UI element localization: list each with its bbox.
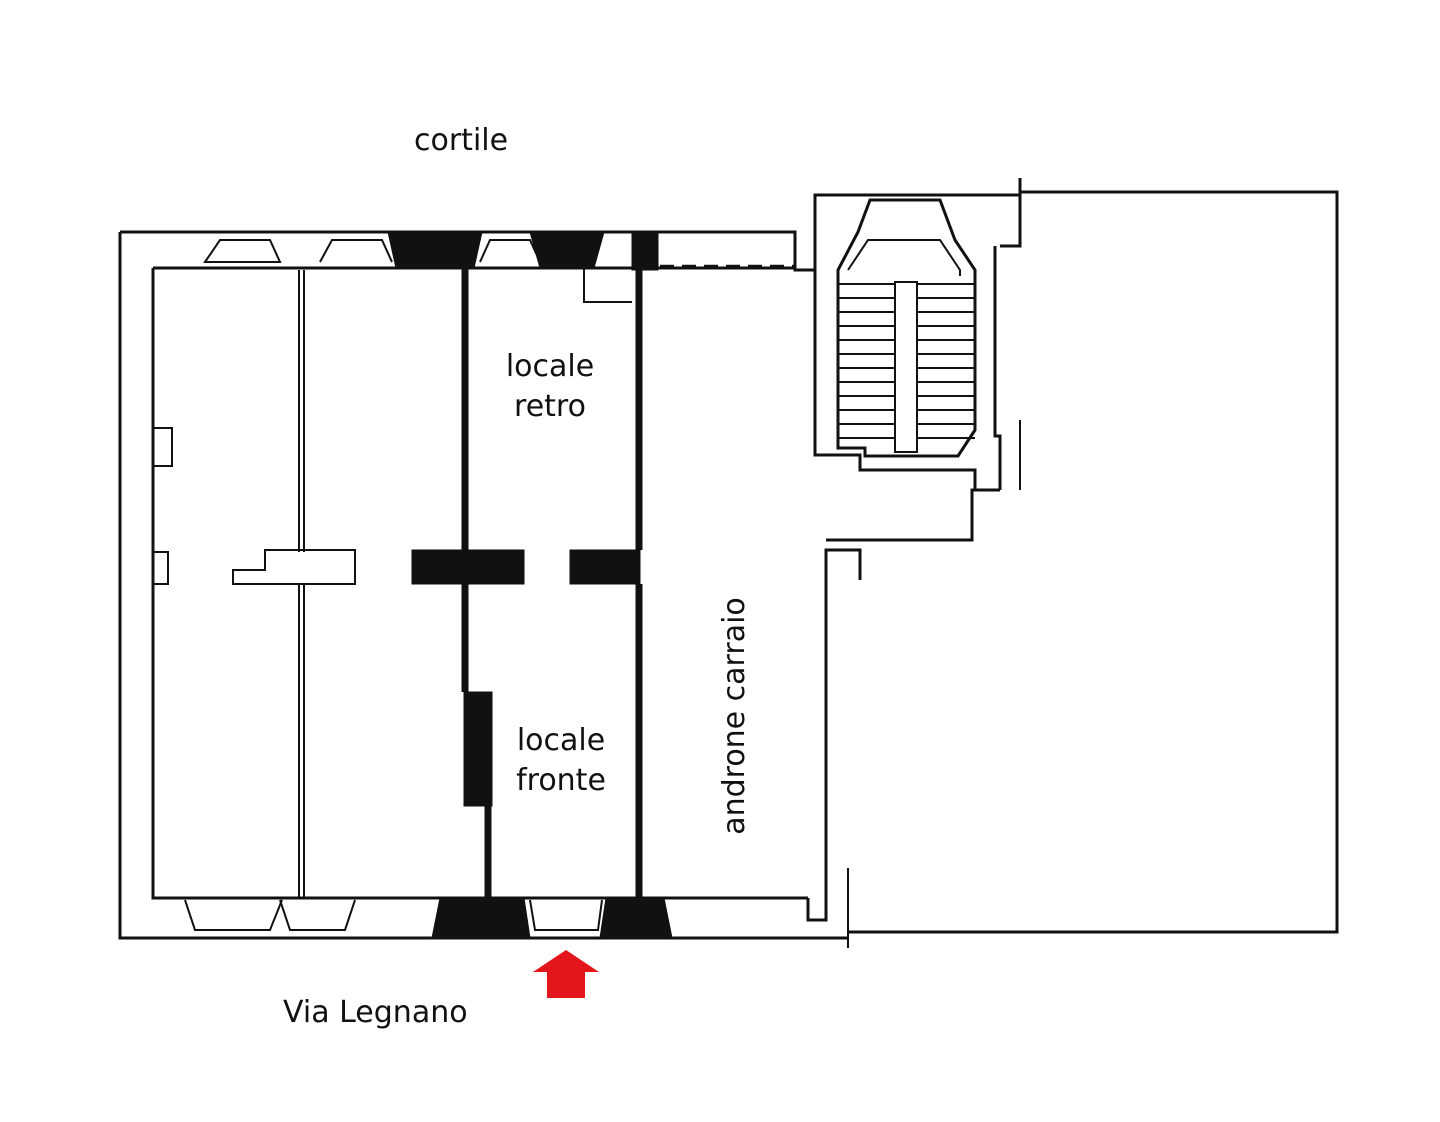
label-carriage-passage: androne carraio: [717, 597, 752, 835]
label-room-front-line1: locale: [517, 723, 605, 758]
passage-right-wall: [806, 488, 1000, 948]
label-room-back-line2: retro: [514, 389, 586, 424]
front-wall-windows: [184, 899, 603, 931]
staircase: [813, 198, 1002, 490]
label-room-back: locale retro: [506, 349, 594, 424]
interior-walls: [232, 268, 643, 898]
label-street: Via Legnano: [283, 995, 468, 1030]
stair-treads-right: [917, 283, 975, 439]
back-wall-windows: [203, 239, 541, 263]
label-room-back-line1: locale: [506, 349, 594, 384]
stair-treads-left: [838, 283, 895, 439]
label-room-front: locale fronte: [516, 723, 606, 798]
label-room-front-line2: fronte: [516, 763, 606, 798]
masonry-piers: [387, 231, 673, 939]
entrance-arrow-icon: [533, 950, 599, 998]
label-courtyard: cortile: [414, 123, 508, 158]
carriage-thresholds: [660, 264, 808, 900]
